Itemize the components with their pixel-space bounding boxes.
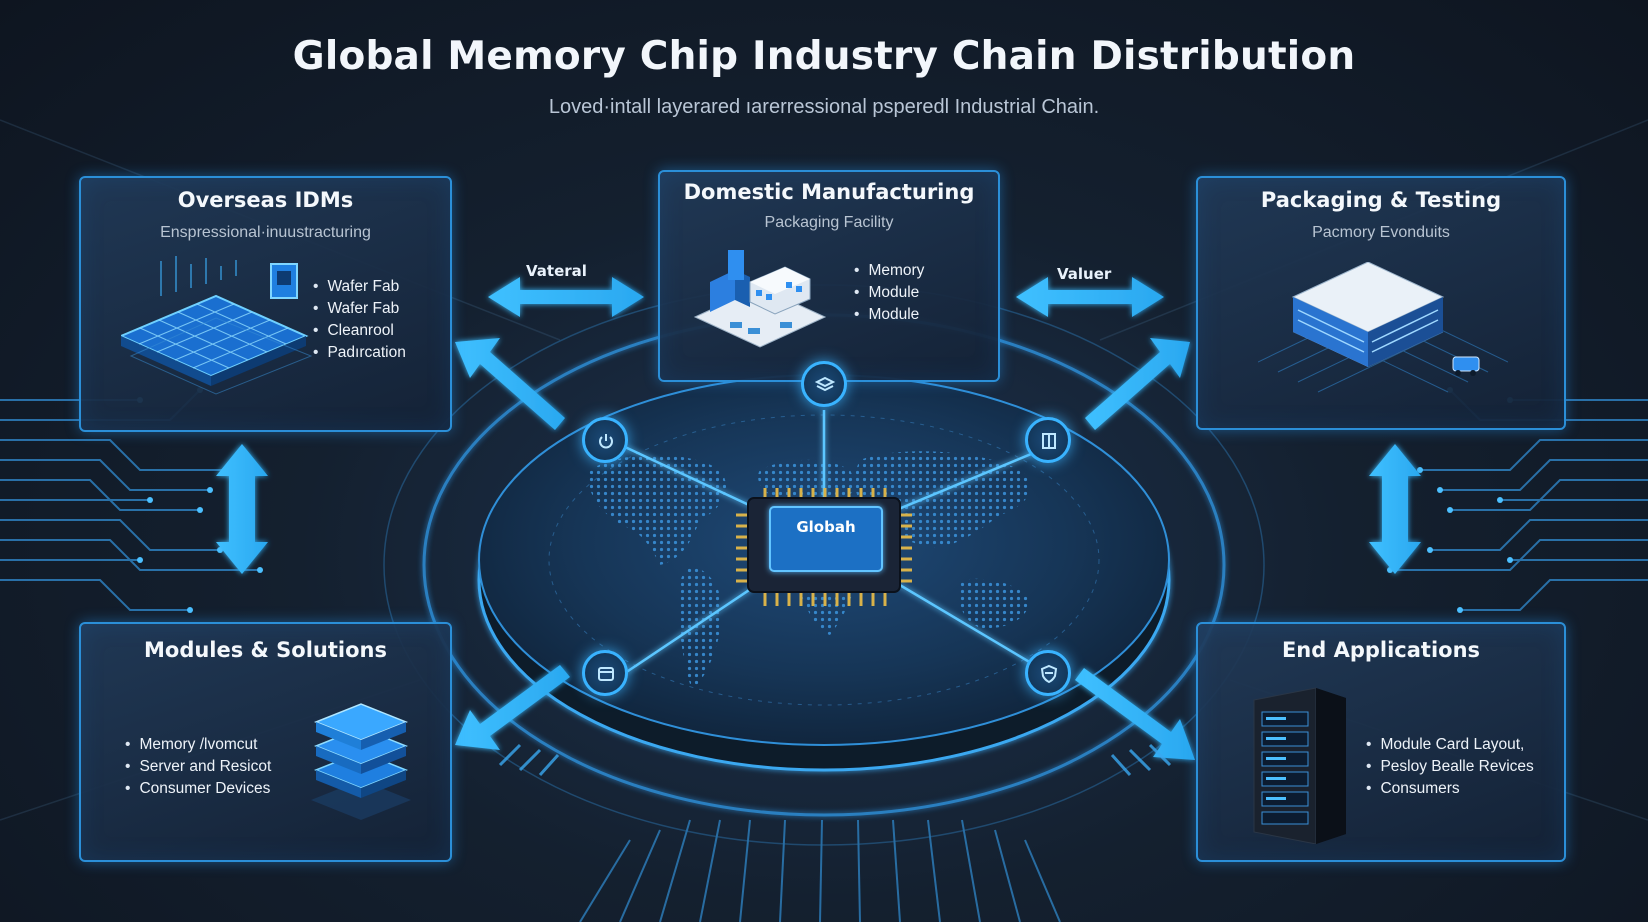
node-upper-right xyxy=(1025,417,1071,463)
panel-packaging-testing: Packaging & Testing Pacmory Evonduits xyxy=(1196,176,1566,430)
flow-label-left: Vateral xyxy=(526,262,587,280)
panel-modules-solutions: Modules & Solutions Memory /lvomcut Serv… xyxy=(79,622,452,862)
list-item: Wafer Fab xyxy=(313,276,406,298)
panel-title: Packaging & Testing xyxy=(1260,188,1502,212)
panel-title: Modules & Solutions xyxy=(144,638,387,662)
list-item: Module Card Layout, xyxy=(1366,734,1534,756)
world-map xyxy=(589,451,1031,690)
panel-title: Overseas IDMs xyxy=(177,188,354,212)
bullet-list: Memory /lvomcut Server and Resicot Consu… xyxy=(125,734,271,800)
list-item: Pesloy Bealle Revices xyxy=(1366,756,1533,778)
list-item: Consumers xyxy=(1366,778,1534,800)
page-title: Global Memory Chip Industry Chain Distri… xyxy=(292,34,1356,79)
panel-subtitle: Pacmory Evonduits xyxy=(1312,224,1450,241)
list-item: Memory xyxy=(854,260,924,282)
list-item: Cleanrool xyxy=(313,320,406,342)
panel-subtitle: Enspressional·inuustracturing xyxy=(160,224,371,241)
shield-icon xyxy=(1040,664,1058,684)
wafer-fab-icon xyxy=(121,256,313,395)
server-stack-icon xyxy=(311,703,411,820)
page-subtitle: Loved·intall layerared ıarerressional ps… xyxy=(548,96,1100,118)
memory-chip-graphic xyxy=(736,488,912,606)
window-icon xyxy=(598,667,614,681)
factory-icon xyxy=(693,250,827,348)
list-item: Wafer Fab xyxy=(313,298,406,320)
panel-domestic-manufacturing: Domestic Manufacturing Packaging Facilit… xyxy=(658,170,1000,382)
panel-subtitle: Packaging Facility xyxy=(764,214,894,231)
flow-arrows xyxy=(216,277,1421,760)
panel-title: Domestic Manufacturing xyxy=(683,180,975,204)
bottom-circuit-traces xyxy=(579,819,1061,922)
speed-streaks xyxy=(498,743,1172,777)
node-upper-left xyxy=(582,417,628,463)
flow-label-right: Valuer xyxy=(1057,265,1112,283)
building-icon xyxy=(1042,433,1056,449)
list-item: Server and Resicot xyxy=(125,756,271,778)
list-item: Memory /lvomcut xyxy=(125,734,271,756)
power-icon xyxy=(599,434,613,449)
bullet-list: Memory Module Module xyxy=(854,260,924,326)
node-top xyxy=(801,361,847,407)
server-rack-icon xyxy=(1253,687,1346,844)
node-lower-right xyxy=(1025,650,1071,696)
list-item: Module xyxy=(854,304,924,326)
panel-overseas-idms: Overseas IDMs Enspressional·inuustractur… xyxy=(79,176,452,432)
bullet-list: Module Card Layout, Pesloy Bealle Revice… xyxy=(1366,734,1534,800)
list-item: Consumer Devices xyxy=(125,778,271,800)
bullet-list: Wafer Fab Wafer Fab Cleanrool Padırcatio… xyxy=(313,276,406,364)
chip-label: Globah xyxy=(796,518,856,536)
packaging-plant-icon xyxy=(1258,262,1508,393)
panel-end-applications: End Applications Module Card Layout, Pes… xyxy=(1196,622,1566,862)
list-item: Module xyxy=(854,282,924,304)
node-lower-left xyxy=(582,650,628,696)
list-item: Padırcation xyxy=(313,342,405,364)
layers-icon xyxy=(815,376,835,392)
panel-title: End Applications xyxy=(1281,638,1481,662)
